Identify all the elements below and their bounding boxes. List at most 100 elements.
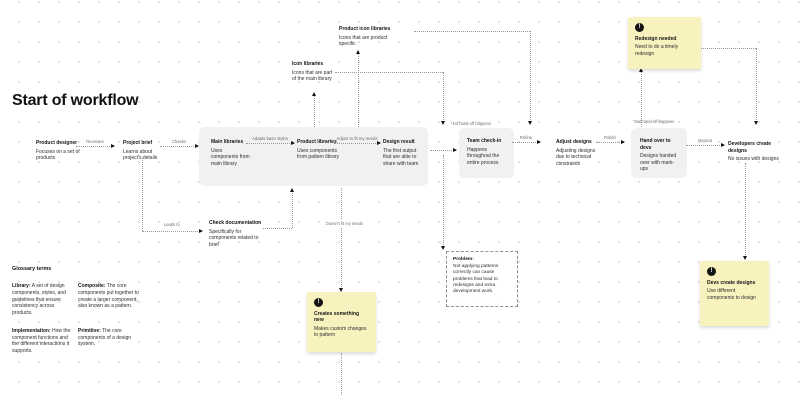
- edge-line: [246, 141, 295, 145]
- connector-flow-down-to-problem: [441, 155, 445, 250]
- glossary-block[interactable]: Glossary terms Library: A set of design …: [12, 266, 148, 355]
- edge-label-checks: Checks: [171, 139, 187, 144]
- node-product-libraries[interactable]: Product libraries Uses components from p…: [297, 139, 339, 161]
- edge-line: [160, 144, 199, 148]
- node-team-check-in[interactable]: Team check-in Happens throughout the ent…: [467, 138, 509, 166]
- node-design-result[interactable]: Design result The first output that are …: [383, 139, 425, 167]
- edge-repeat[interactable]: Repeat: [686, 138, 725, 147]
- connector-product-icon-libraries-down-to-flow: [528, 31, 532, 125]
- connector-icon-libraries-right: [335, 72, 443, 73]
- edge-adapts-base-styles[interactable]: Adapts base styles: [246, 136, 295, 145]
- glossary-item-composite: Composite: The core components put toget…: [78, 283, 139, 310]
- edge-refine[interactable]: Refine: [512, 135, 541, 144]
- label-second-handoff[interactable]: *2nd hand-off happens: [633, 119, 675, 124]
- edge-line: [686, 143, 725, 147]
- node-title: Icon libraries: [292, 61, 324, 67]
- node-product-icon-libraries[interactable]: Product icon libraries Icons that are pr…: [339, 26, 401, 48]
- label-doesnt-fit[interactable]: Doesn't fit my needs: [324, 220, 365, 227]
- label-first-handoff[interactable]: *1st hand-off happens: [451, 121, 491, 126]
- node-title: Hand over to devs: [640, 138, 671, 151]
- connector-check-documentation-right: [263, 228, 292, 229]
- connector-check-documentation-up-to-libraries: [290, 188, 294, 228]
- node-title: Main libraries: [211, 139, 244, 145]
- connector-project-brief-down: [142, 158, 143, 231]
- node-desc: Icons that are product specific: [339, 34, 388, 48]
- node-desc: Uses components from pattern library: [297, 147, 339, 161]
- node-title: Design result: [383, 139, 415, 145]
- node-desc: Icons that are part of the main library: [292, 69, 333, 83]
- edge-label-adapts: Adapts base styles: [251, 136, 289, 141]
- edge-label-refine: Refine: [519, 135, 533, 140]
- alert-icon: !: [314, 298, 323, 307]
- node-desc: Learns about project's details: [123, 148, 158, 162]
- node-title: Team check-in: [467, 138, 502, 144]
- connector-developers-down-to-devs-sticky: [743, 163, 747, 260]
- edge-label-receives: Receives: [86, 139, 104, 144]
- connector-redesign-down-to-flow: [754, 48, 758, 125]
- node-title: Project brief: [123, 140, 153, 146]
- connector-main-libraries-to-icon-libraries: [312, 92, 316, 127]
- panel-libraries-group[interactable]: [199, 127, 428, 186]
- node-desc: Adjusting designs due to technical const…: [556, 147, 596, 167]
- edge-line: [596, 140, 625, 144]
- node-title: Check documentation: [209, 220, 262, 226]
- sticky-creates-something-new[interactable]: ! Creates something new Makes custom cha…: [307, 292, 376, 352]
- node-desc: The first output that are able to share …: [383, 147, 419, 167]
- connector-product-libraries-to-product-icon-libraries: [356, 50, 360, 127]
- sticky-devs-create-designs[interactable]: ! Devs create designs Use different comp…: [700, 261, 769, 326]
- edge-label-repeat: Repeat: [698, 138, 712, 143]
- edge-checks[interactable]: Checks: [160, 139, 199, 148]
- problem-note[interactable]: Problem: Not applying patterns correctly…: [446, 251, 518, 307]
- node-title: Adjust designs: [556, 139, 592, 145]
- panel-team-check-in[interactable]: [459, 128, 514, 178]
- node-desc: Happens throughout the entire process: [467, 146, 500, 166]
- connector-hand-over-to-redesign-sticky: [639, 68, 643, 127]
- connector-doesnt-fit-down-to-sticky: [339, 188, 343, 292]
- node-check-documentation[interactable]: Check documentation Specifically for com…: [209, 220, 265, 248]
- label-leads-to[interactable]: Leads to: [164, 222, 180, 227]
- problem-title: Problem:: [453, 257, 474, 262]
- edge-polish[interactable]: Polish: [596, 135, 625, 144]
- sticky-desc: Use different components to design: [707, 288, 756, 301]
- node-desc: Focuses on a set of products: [36, 148, 80, 162]
- edge-line: [76, 144, 115, 148]
- glossary-header: Glossary terms: [12, 266, 52, 272]
- edge-line: [512, 140, 541, 144]
- connector-icon-libraries-down-to-flow: [441, 72, 445, 125]
- connector-product-icon-libraries-right: [414, 31, 530, 32]
- connector-redesign-sticky-right: [701, 48, 756, 49]
- panel-hand-over[interactable]: [631, 128, 687, 178]
- node-developers-create-designs[interactable]: Developers create designs No issues with…: [728, 141, 786, 163]
- alert-icon: !: [707, 267, 716, 276]
- alert-icon: !: [635, 23, 644, 32]
- node-product-designer[interactable]: Product designer Focuses on a set of pro…: [36, 140, 80, 162]
- node-icon-libraries[interactable]: Icon libraries Icons that are part of th…: [292, 61, 336, 83]
- edge-label-polish: Polish: [604, 135, 616, 140]
- connector-creates-new-sticky-down: [341, 353, 342, 395]
- sticky-title: Creates something new: [314, 311, 360, 324]
- edge-receives[interactable]: Receives: [76, 139, 115, 148]
- glossary-item-primitive: Primitive: The core components of a desi…: [78, 327, 132, 348]
- node-project-brief[interactable]: Project brief Learns about project's det…: [123, 140, 167, 162]
- glossary-grid: Library: A set of design components, sty…: [12, 283, 148, 355]
- sticky-title: Redesign needed: [635, 36, 677, 42]
- node-title: Product icon libraries: [339, 26, 391, 32]
- edge-label-adjust-fit: Adjust to fit my needs: [336, 136, 378, 141]
- edge-design-result-to-team: [430, 148, 457, 152]
- node-title: Developers create designs: [728, 141, 772, 154]
- sticky-desc: Need to do a timely redesign: [635, 44, 679, 57]
- node-main-libraries[interactable]: Main libraries Uses components from main…: [211, 139, 251, 167]
- node-title: Product designer: [36, 140, 78, 146]
- node-desc: Specifically for components related to b…: [209, 228, 259, 248]
- node-hand-over-to-devs[interactable]: Hand over to devs Designs handed over wi…: [640, 138, 682, 173]
- edge-line: [334, 141, 381, 145]
- problem-body: Not applying patterns correctly can caus…: [453, 264, 499, 295]
- edge-adjust-to-fit[interactable]: Adjust to fit my needs: [334, 136, 381, 145]
- node-adjust-designs[interactable]: Adjust designs Adjusting designs due to …: [556, 139, 598, 167]
- sticky-redesign-needed[interactable]: ! Redesign needed Need to do a timely re…: [628, 17, 701, 69]
- node-desc: Uses components from main library: [211, 147, 250, 167]
- glossary-item-library: Library: A set of design components, sty…: [12, 283, 66, 316]
- node-desc: Designs handed over with mark-ups: [640, 153, 677, 172]
- page-title[interactable]: Start of workflow: [12, 92, 139, 109]
